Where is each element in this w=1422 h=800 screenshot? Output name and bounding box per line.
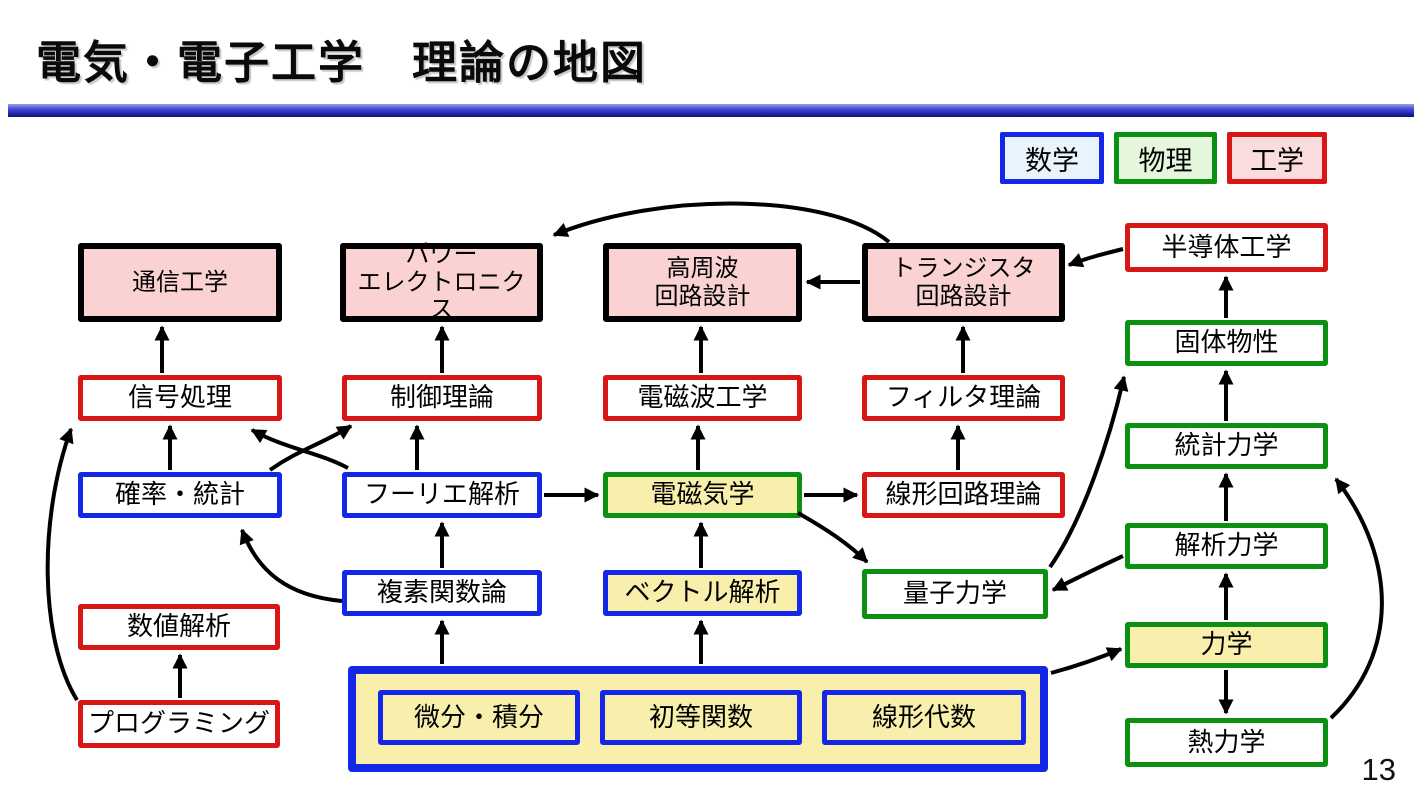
- legend-item-math: 数学: [1000, 132, 1104, 184]
- edge-probability-to-control-theory: [268, 424, 353, 472]
- slide-title: 電気・電子工学 理論の地図: [36, 37, 648, 88]
- edge-semiconductor-to-transistor-circuit: [1067, 247, 1124, 268]
- edge-complex-analysis-to-probability: [239, 528, 343, 603]
- node-fourier: フーリエ解析: [342, 472, 542, 518]
- node-linear-circuit: 線形回路理論: [862, 472, 1065, 518]
- title-underline-bar: [8, 104, 1414, 117]
- node-analytical-mechanics: 解析力学: [1125, 523, 1328, 569]
- edge-electromagnetics-to-quantum: [797, 511, 869, 564]
- node-numerical: 数値解析: [78, 604, 280, 650]
- node-signal-processing: 信号処理: [78, 375, 282, 421]
- edge-transistor-circuit-to-power-electronics: [552, 201, 891, 244]
- node-programming: プログラミング: [78, 700, 280, 748]
- node-electromagnetics: 電磁気学: [603, 472, 802, 518]
- edge-thermodynamics-to-statistical-mechanics: [1329, 477, 1384, 720]
- node-mechanics: 力学: [1125, 622, 1328, 668]
- edge-fourier-to-signal-processing: [250, 428, 349, 470]
- node-communication: 通信工学: [78, 243, 282, 322]
- node-transistor-circuit: トランジスタ 回路設計: [862, 243, 1065, 322]
- node-elementary-functions: 初等関数: [600, 690, 802, 745]
- edge-basic-math-to-mechanics: [1050, 647, 1123, 675]
- edge-analytical-mechanics-to-quantum: [1051, 554, 1124, 592]
- node-quantum: 量子力学: [862, 569, 1048, 619]
- node-power-electronics: パワー エレクトロニクス: [340, 241, 543, 323]
- node-control-theory: 制御理論: [342, 375, 542, 421]
- page-number: 13: [1361, 752, 1396, 787]
- node-statistical-mechanics: 統計力学: [1125, 423, 1328, 469]
- node-semiconductor: 半導体工学: [1125, 223, 1328, 272]
- legend-item-engineering: 工学: [1227, 132, 1327, 184]
- node-calculus: 微分・積分: [378, 690, 580, 745]
- node-complex-analysis: 複素関数論: [342, 570, 542, 616]
- node-rf-circuit: 高周波 回路設計: [603, 243, 802, 322]
- node-thermodynamics: 熱力学: [1125, 718, 1328, 767]
- legend-item-physics: 物理: [1114, 132, 1217, 184]
- edge-programming-to-signal-processing: [45, 427, 79, 702]
- node-solid-state: 固体物性: [1125, 320, 1328, 366]
- node-vector-analysis: ベクトル解析: [603, 570, 802, 616]
- node-linear-algebra: 線形代数: [822, 690, 1026, 745]
- node-filter-theory: フィルタ理論: [862, 375, 1065, 421]
- node-em-wave: 電磁波工学: [603, 375, 802, 421]
- node-probability: 確率・統計: [78, 472, 282, 518]
